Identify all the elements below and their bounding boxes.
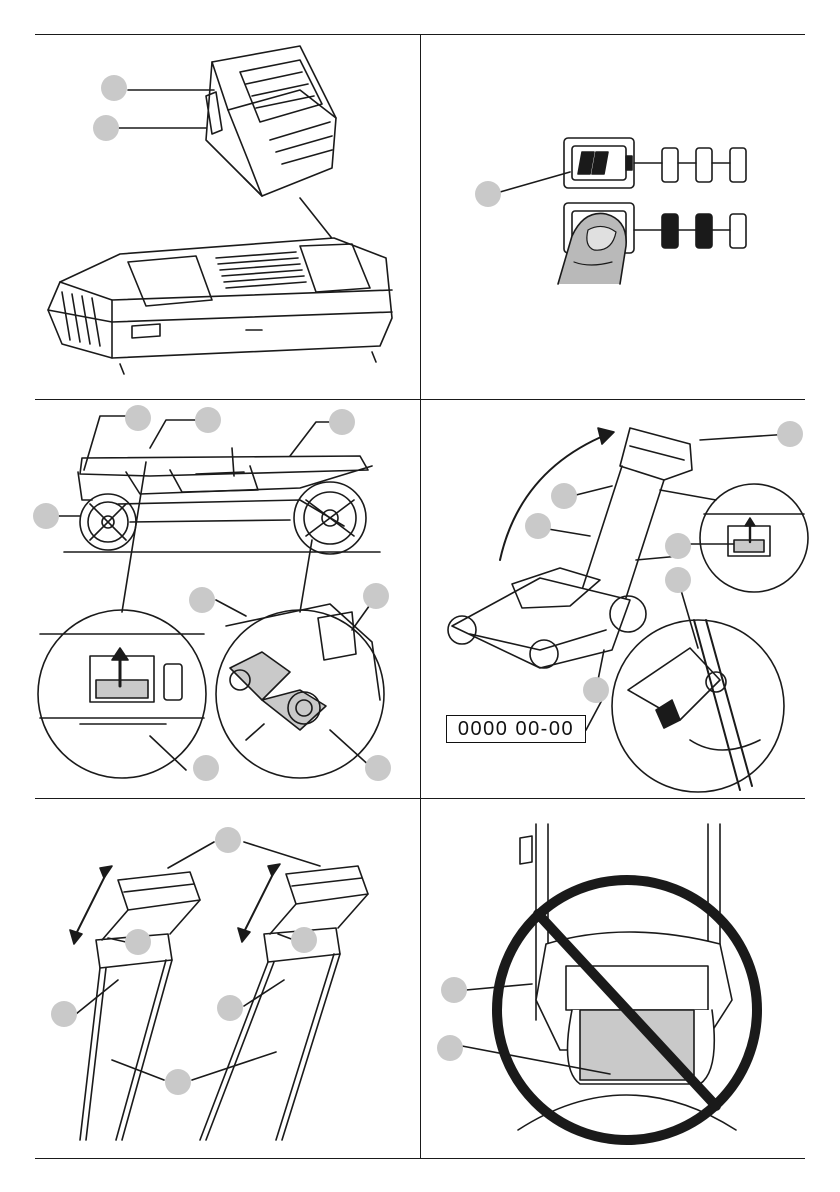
callout-line-4g bbox=[586, 700, 602, 730]
callout-marker bbox=[125, 405, 151, 431]
serial-number-label: 0000 00-00 bbox=[446, 715, 586, 743]
callout-marker bbox=[365, 755, 391, 781]
callout-line-5f bbox=[244, 980, 284, 1006]
callout-marker bbox=[101, 75, 127, 101]
finger-press-icon bbox=[558, 213, 626, 284]
zoom-line-top bbox=[660, 490, 716, 500]
callout-line-3f bbox=[216, 600, 246, 616]
callout-marker bbox=[363, 583, 389, 609]
magnifier-wheel-detail bbox=[216, 604, 384, 778]
zoom-line-right bbox=[300, 540, 312, 612]
callout-line-3h bbox=[330, 730, 372, 768]
callout-marker bbox=[551, 483, 577, 509]
callout-marker bbox=[437, 1035, 463, 1061]
callout-marker bbox=[33, 503, 59, 529]
callout-line-5e bbox=[76, 980, 118, 1014]
magnifier-lock-detail bbox=[38, 610, 206, 778]
lawn-mower-icon bbox=[64, 448, 380, 554]
callout-marker bbox=[125, 929, 151, 955]
callout-line-4a bbox=[700, 434, 790, 440]
callout-line-3b bbox=[150, 420, 196, 448]
callout-marker bbox=[665, 533, 691, 559]
callout-marker bbox=[525, 513, 551, 539]
callout-marker bbox=[777, 421, 803, 447]
callout-line-3c bbox=[290, 422, 330, 456]
callout-marker bbox=[93, 115, 119, 141]
battery-icon bbox=[206, 46, 336, 196]
callout-marker bbox=[193, 755, 219, 781]
callout-marker bbox=[51, 1001, 77, 1027]
callout-marker bbox=[329, 409, 355, 435]
callout-line-2 bbox=[500, 172, 570, 192]
callout-line-5h bbox=[192, 1052, 276, 1080]
callout-marker bbox=[665, 567, 691, 593]
callout-marker bbox=[441, 977, 467, 1003]
callout-marker bbox=[475, 181, 501, 207]
callout-line-5a bbox=[168, 842, 214, 868]
callout-marker bbox=[583, 677, 609, 703]
callout-marker bbox=[291, 927, 317, 953]
callout-line-5b bbox=[244, 842, 320, 866]
charger-icon bbox=[48, 238, 392, 374]
improper-insertion-illustration bbox=[518, 824, 736, 1130]
callout-marker bbox=[195, 407, 221, 433]
magnifier-handle-detail bbox=[700, 484, 808, 592]
callout-marker bbox=[189, 587, 215, 613]
callout-marker bbox=[165, 1069, 191, 1095]
callout-marker bbox=[215, 827, 241, 853]
callout-marker bbox=[217, 995, 243, 1021]
